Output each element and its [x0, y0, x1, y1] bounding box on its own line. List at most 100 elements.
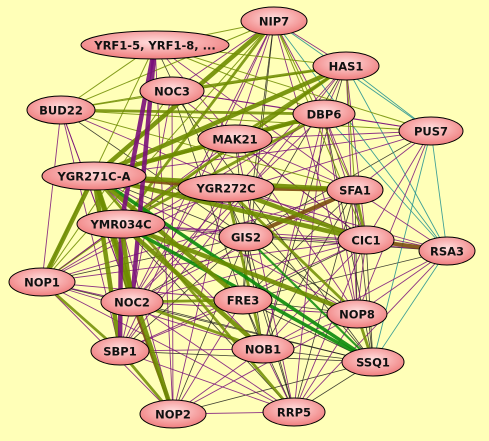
node-label: DBP6 [307, 108, 342, 122]
node-label: BUD22 [39, 104, 83, 118]
edge-ygr272c-rsa3 [225, 187, 448, 252]
edge-rsa3-ssq1 [372, 250, 448, 363]
edge-gis2-sbp1 [119, 236, 247, 352]
edge-ygr271c-cic1 [91, 173, 369, 243]
node-pus7[interactable]: PUS7 [398, 116, 464, 146]
node-shape [8, 267, 76, 297]
edge-noc2-rrp5 [131, 301, 295, 413]
edge-cic1-nob1 [262, 239, 367, 350]
node-shape [218, 222, 274, 252]
node-gis2[interactable]: GIS2 [218, 222, 274, 252]
edge-pus7-rsa3 [430, 130, 448, 252]
edge-nip7-rsa3 [273, 20, 448, 252]
node-shape [262, 397, 326, 427]
edge-nip7-nop1 [41, 20, 275, 283]
node-sbp1[interactable]: SBP1 [90, 336, 150, 366]
node-ymr034c[interactable]: YMR034C [76, 209, 166, 239]
node-label: SSQ1 [356, 356, 390, 370]
node-label: NOC3 [154, 85, 190, 99]
edge-ygr272c-nob1 [224, 186, 265, 351]
node-shape [41, 161, 147, 191]
node-shape [76, 209, 166, 239]
edge-gis2-nop1 [41, 236, 247, 283]
edge-bud22-sfa1 [60, 109, 356, 191]
node-rsa3[interactable]: RSA3 [418, 236, 476, 266]
node-shape [292, 99, 356, 129]
edge-sfa1-nop1 [41, 189, 356, 283]
edge-ymr034c-nob1 [118, 221, 266, 352]
node-label: NOP8 [339, 308, 375, 322]
node-shape [213, 285, 273, 315]
edge-ymr034c-nop8 [118, 221, 360, 317]
node-label: RRP5 [277, 406, 311, 420]
edge-rsa3-rrp5 [293, 250, 448, 413]
edge-ygr272c-ssq1 [225, 187, 374, 363]
node-label: MAK21 [212, 133, 257, 147]
node-shape [398, 116, 464, 146]
node-shape [231, 334, 295, 364]
node-label: YGR272C [195, 182, 255, 196]
edge-yrf-nop2 [154, 44, 174, 415]
node-nop8[interactable]: NOP8 [326, 299, 388, 329]
node-shape [197, 124, 273, 154]
edge-nop1-rrp5 [41, 281, 295, 413]
node-nop1[interactable]: NOP1 [8, 267, 76, 297]
node-label: NOC2 [114, 296, 150, 310]
edge-noc3-noc2 [131, 90, 173, 303]
edge-dbp6-nop8 [323, 113, 358, 315]
edge-mak21-noc2 [131, 138, 236, 303]
node-label: GIS2 [231, 231, 261, 245]
node-fre3[interactable]: FRE3 [213, 285, 273, 315]
edge-yrf-ymr034c [118, 42, 158, 227]
node-shape [240, 6, 308, 36]
node-shape [326, 299, 388, 329]
node-nop2[interactable]: NOP2 [139, 399, 207, 429]
edge-dbp6-ymr034c [119, 112, 326, 226]
edge-noc3-cic1 [171, 90, 367, 241]
node-mak21[interactable]: MAK21 [197, 124, 273, 154]
node-rrp5[interactable]: RRP5 [262, 397, 326, 427]
node-cic1[interactable]: CIC1 [337, 225, 395, 255]
node-ygr272c[interactable]: YGR272C [177, 173, 275, 203]
node-shape [177, 173, 275, 203]
edge-ygr271c-nop1 [39, 173, 97, 285]
node-bud22[interactable]: BUD22 [26, 95, 96, 125]
edge-gis2-nop8 [245, 236, 358, 315]
node-nob1[interactable]: NOB1 [231, 334, 295, 364]
node-yrf[interactable]: YRF1-5, YRF1-8, ... [80, 30, 230, 60]
edge-ygr271c-noc2 [91, 173, 135, 305]
node-nip7[interactable]: NIP7 [240, 6, 308, 36]
edge-pus7-cic1 [365, 130, 432, 241]
node-shape [326, 175, 384, 205]
node-shape [26, 95, 96, 125]
edge-cic1-nop1 [41, 239, 367, 283]
node-label: RSA3 [430, 245, 464, 259]
node-shape [100, 287, 164, 317]
edge-sfa1-fre3 [242, 189, 356, 301]
node-noc3[interactable]: NOC3 [139, 76, 205, 106]
edge-sbp1-rrp5 [119, 350, 295, 413]
node-shape [80, 30, 230, 60]
node-label: SBP1 [103, 345, 136, 359]
node-dbp6[interactable]: DBP6 [292, 99, 356, 129]
edge-nip7-dbp6 [273, 20, 325, 115]
edge-ymr034c-rrp5 [120, 223, 295, 413]
node-shape [341, 347, 405, 377]
edge-pus7-ygr271c [93, 130, 432, 177]
node-ssq1[interactable]: SSQ1 [341, 347, 405, 377]
node-label: NOP2 [155, 408, 191, 422]
node-label: CIC1 [351, 234, 380, 248]
node-has1[interactable]: HAS1 [312, 51, 380, 81]
node-shape [139, 76, 205, 106]
edge-nip7-nop8 [273, 20, 358, 315]
node-sfa1[interactable]: SFA1 [326, 175, 384, 205]
edge-pus7-nop8 [356, 130, 432, 315]
node-label: YGR271C-A [56, 170, 130, 184]
edge-nop8-rrp5 [293, 313, 358, 413]
edge-ygr271c-fre3 [91, 173, 246, 303]
edge-mak21-nop8 [234, 138, 358, 315]
edge-bud22-pus7 [60, 109, 432, 132]
node-ygr271c[interactable]: YGR271C-A [41, 161, 147, 191]
node-noc2[interactable]: NOC2 [100, 287, 164, 317]
